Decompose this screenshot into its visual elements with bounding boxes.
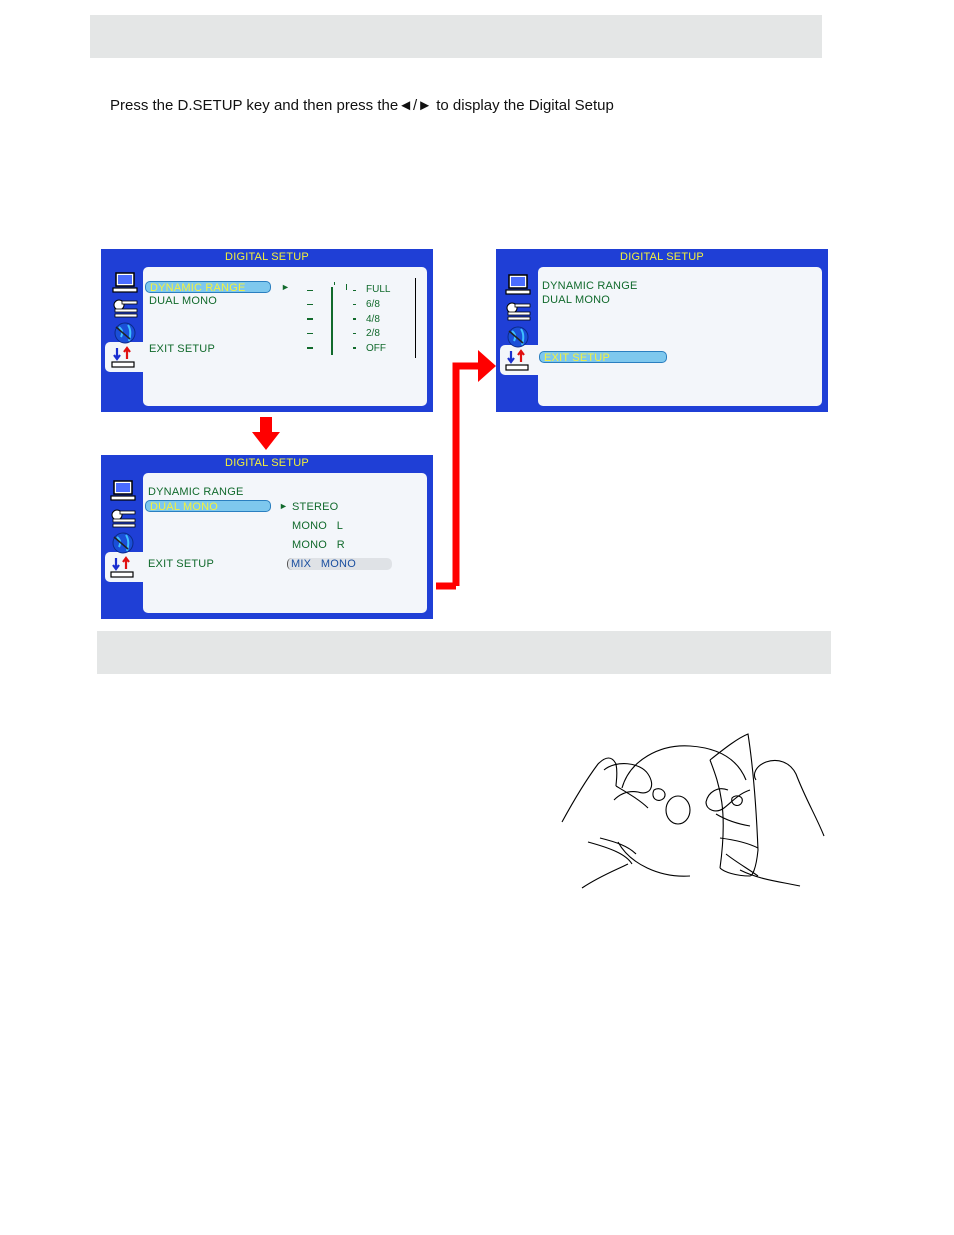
osd-screen-dynamic-range: DIGITAL SETUP DYNAMIC RANGE DUAL MONO EX… — [101, 249, 433, 412]
level-dash — [353, 333, 356, 334]
connector-arrow-icon — [436, 350, 496, 590]
pointer-icon: ► — [279, 501, 288, 511]
pointer-icon: ► — [281, 282, 290, 292]
globe-icon[interactable] — [505, 325, 533, 349]
menu-item-exit-setup[interactable]: EXIT SETUP — [148, 558, 214, 570]
level-tick — [307, 333, 313, 334]
level-dash — [353, 347, 356, 349]
digital-audio-icon[interactable] — [109, 346, 137, 370]
level-dash — [353, 290, 356, 291]
cleaning-disc-icon — [561, 733, 825, 889]
level-dash — [353, 304, 356, 305]
osd-title: DIGITAL SETUP — [225, 457, 309, 469]
header-band-bottom — [97, 631, 831, 674]
tv-icon[interactable] — [505, 273, 533, 297]
menu-item-dual-mono[interactable]: DUAL MONO — [542, 294, 611, 306]
level-marker — [346, 284, 347, 290]
dynamic-range-levels: FULL 6/8 4/8 2/8 OFF — [293, 278, 416, 358]
globe-icon[interactable] — [112, 321, 140, 345]
osd-screen-dual-mono: DIGITAL SETUP DYNAMIC RANGE DUAL MONO EX… — [101, 455, 433, 619]
osd-title: DIGITAL SETUP — [620, 251, 704, 263]
level-dash — [353, 318, 356, 320]
menu-item-dynamic-range[interactable]: DYNAMIC RANGE — [148, 486, 244, 498]
level-slider-track — [331, 287, 333, 355]
level-2-8[interactable]: 2/8 — [366, 328, 380, 339]
level-tick — [307, 290, 313, 291]
menu-item-dual-mono[interactable]: DUAL MONO — [145, 500, 271, 513]
level-tick — [307, 304, 313, 305]
osd-screen-exit-setup: DIGITAL SETUP DYNAMIC RANGE DUAL MONO EX… — [496, 249, 828, 412]
speaker-icon[interactable] — [110, 507, 138, 531]
globe-icon[interactable] — [110, 531, 138, 555]
level-4-8[interactable]: 4/8 — [366, 314, 380, 325]
menu-item-dynamic-range[interactable]: DYNAMIC RANGE — [542, 280, 638, 292]
level-tick — [307, 347, 313, 349]
level-tick — [307, 318, 313, 320]
speaker-icon[interactable] — [505, 300, 533, 324]
osd-title: DIGITAL SETUP — [225, 251, 309, 263]
option-mono-r[interactable]: MONO R — [292, 539, 345, 551]
digital-audio-icon[interactable] — [503, 349, 531, 373]
option-mix-mono[interactable]: MIX MONO — [287, 558, 392, 570]
level-marker — [334, 282, 335, 285]
osd-panel — [538, 267, 822, 406]
menu-item-exit-setup[interactable]: EXIT SETUP — [539, 351, 667, 364]
down-arrow-icon — [252, 417, 280, 450]
menu-item-exit-setup[interactable]: EXIT SETUP — [149, 343, 215, 355]
osd-panel — [143, 473, 427, 613]
tv-icon[interactable] — [110, 479, 138, 503]
speaker-icon[interactable] — [112, 297, 140, 321]
level-off[interactable]: OFF — [366, 343, 386, 354]
option-stereo[interactable]: STEREO — [292, 501, 339, 513]
menu-item-dual-mono[interactable]: DUAL MONO — [149, 295, 218, 307]
digital-audio-icon[interactable] — [108, 556, 136, 580]
header-band-top — [90, 15, 822, 58]
instruction-text: Press the D.SETUP key and then press the… — [110, 97, 614, 114]
menu-item-dynamic-range[interactable]: DYNAMIC RANGE — [145, 281, 271, 294]
option-mono-l[interactable]: MONO L — [292, 520, 344, 532]
level-full[interactable]: FULL — [366, 284, 391, 295]
level-6-8[interactable]: 6/8 — [366, 299, 380, 310]
tv-icon[interactable] — [112, 271, 140, 295]
